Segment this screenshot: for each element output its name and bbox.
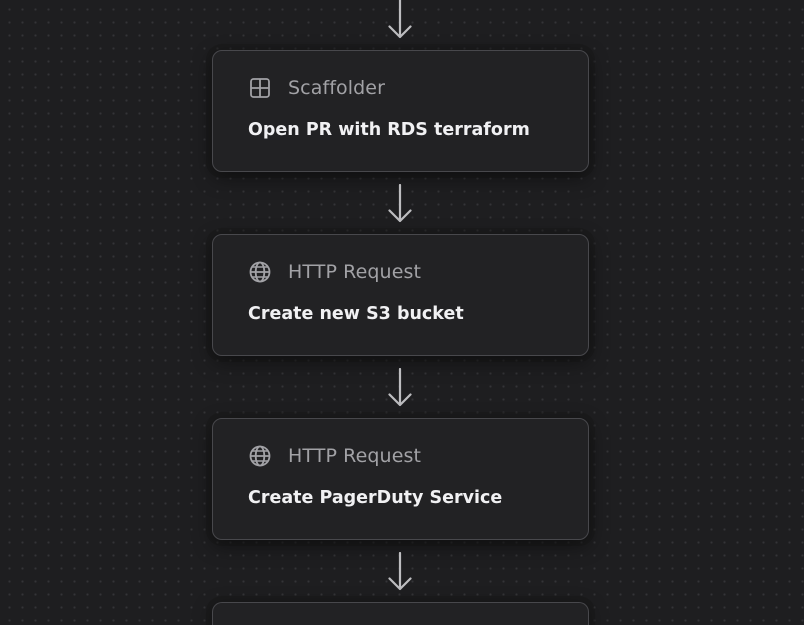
flow-arrow-down-icon (388, 184, 412, 224)
flow-arrow-down-icon (388, 0, 412, 40)
workflow-step-card[interactable]: Scaffolder Open PR with RDS terraform (212, 50, 589, 172)
flow-arrow-down-icon (388, 552, 412, 592)
step-type: Scaffolder (248, 75, 385, 101)
step-type-label: HTTP Request (288, 445, 422, 467)
step-type: HTTP Request (248, 259, 421, 285)
globe-icon (248, 260, 272, 284)
globe-icon (248, 444, 272, 468)
flow-arrow-down-icon (388, 368, 412, 408)
step-type-label: Scaffolder (288, 77, 385, 99)
grid-icon (248, 76, 272, 100)
workflow-step-card[interactable]: HTTP Request Create new S3 bucket (212, 234, 589, 356)
step-type: HTTP Request (248, 443, 421, 469)
step-title: Create new S3 bucket (248, 304, 464, 324)
workflow-step-card[interactable] (212, 602, 589, 625)
step-title: Open PR with RDS terraform (248, 120, 530, 140)
step-title: Create PagerDuty Service (248, 488, 503, 508)
step-type-label: HTTP Request (288, 261, 422, 283)
workflow-step-card[interactable]: HTTP Request Create PagerDuty Service (212, 418, 589, 540)
